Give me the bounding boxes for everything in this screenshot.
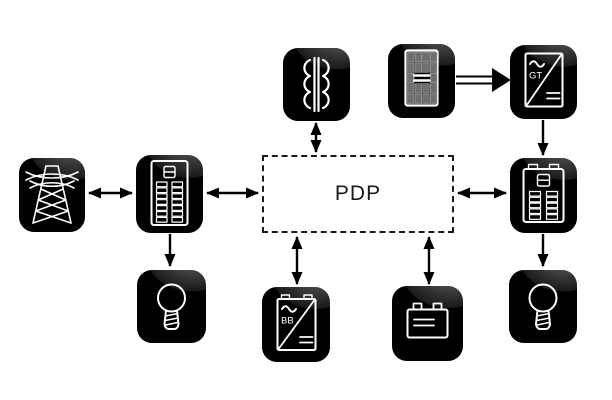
inverter-icon: BB xyxy=(276,294,317,351)
dc-distribution-panel-node xyxy=(510,158,577,233)
battery-bank-node xyxy=(392,286,463,361)
pv-array-node xyxy=(388,44,455,118)
block-arrow-pv-gtinverter xyxy=(456,68,511,92)
transformer-coils-icon xyxy=(303,56,330,113)
dc-load-node xyxy=(509,270,577,343)
utility-grid-node xyxy=(19,158,85,232)
transformer-node xyxy=(283,48,350,121)
dc-panel-icon xyxy=(522,163,565,223)
pdp-box: PDP xyxy=(262,155,454,233)
light-bulb-icon xyxy=(157,283,186,330)
gt-inverter-label: GT xyxy=(529,71,542,82)
battery-icon xyxy=(406,302,449,339)
inverter-icon: GT xyxy=(524,52,564,108)
bb-inverter-label: BB xyxy=(281,316,294,327)
grid-tie-inverter-node: GT xyxy=(510,45,577,119)
pdp-label: PDP xyxy=(334,182,382,205)
ac-distribution-panel-node xyxy=(136,155,203,233)
battery-based-inverter-node: BB xyxy=(262,287,330,362)
solar-panel-icon xyxy=(404,49,439,107)
breaker-panel-icon xyxy=(150,160,189,226)
ac-load-node xyxy=(137,270,206,343)
transmission-tower-icon xyxy=(25,165,79,224)
light-bulb-icon xyxy=(528,283,558,330)
